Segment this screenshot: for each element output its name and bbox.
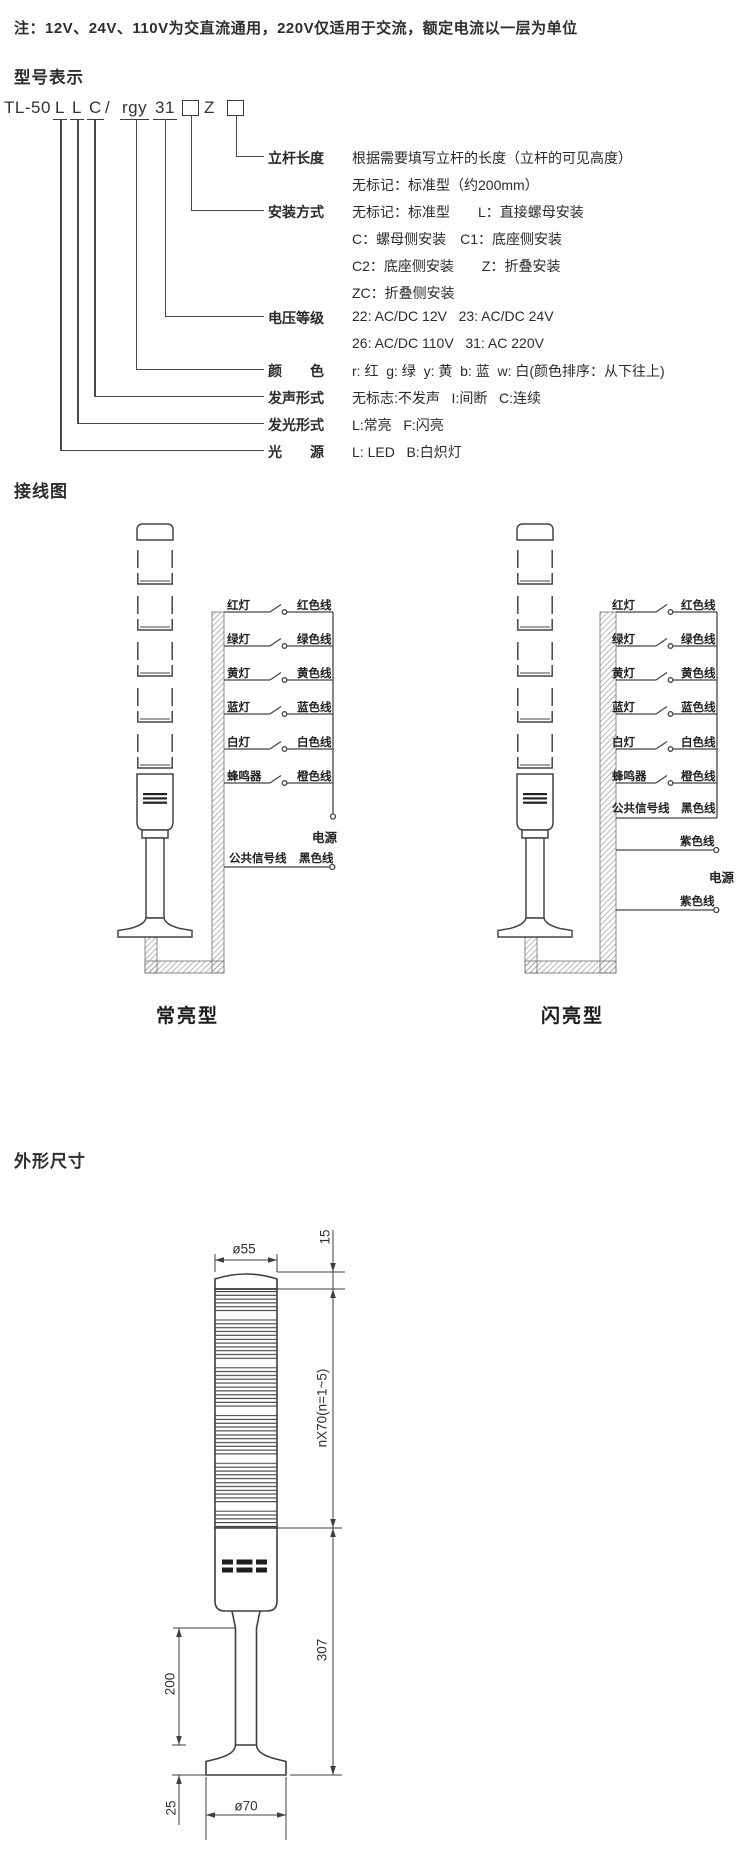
device-label: 蜂鸣器 [612, 771, 647, 783]
wiring-diagram-steady-graphic [117, 523, 337, 974]
dim-pole-height: 200 [162, 1672, 178, 1696]
field-value: 无标记：标准型（约200mm） [352, 177, 539, 193]
code-pole-box [227, 100, 244, 116]
code-mount-box [182, 100, 199, 116]
wire-label: 橙色线 [297, 771, 332, 783]
steady-type-caption: 常亮型 [156, 1006, 220, 1027]
field-label-mounting: 安装方式 [268, 204, 324, 220]
dim-top-diameter: ø55 [232, 1241, 256, 1257]
dim-module-height: nX70(n=1~5) [314, 1368, 330, 1448]
field-label-source: 光 源 [268, 444, 324, 460]
connector-line [94, 395, 264, 397]
field-label-voltage: 电压等级 [268, 310, 324, 326]
field-label-sound: 发声形式 [268, 390, 324, 406]
dim-cap-height: 15 [317, 1229, 333, 1245]
power-label: 电源 [312, 831, 338, 845]
code-slash: / [105, 98, 111, 117]
wire-label: 红色线 [297, 600, 332, 612]
purple-wire-label: 紫色线 [680, 896, 715, 908]
connector-line [77, 422, 264, 424]
wiring-section-heading: 接线图 [14, 482, 68, 501]
field-value: L: LED B:白炽灯 [352, 444, 462, 460]
wire-label: 蓝色线 [681, 702, 716, 714]
wire-label: 绿色线 [681, 634, 716, 646]
field-label-light-mode: 发光形式 [268, 417, 324, 433]
device-label: 黄灯 [227, 668, 250, 680]
connector-line [190, 115, 192, 211]
connector-line [164, 315, 264, 317]
dim-base-height: 25 [163, 1800, 179, 1816]
connector-line [60, 449, 264, 451]
wire-label: 黄色线 [681, 668, 716, 680]
wire-label: 绿色线 [297, 634, 332, 646]
device-label: 白灯 [227, 737, 250, 749]
dim-lower-height: 307 [314, 1638, 330, 1662]
field-value: 26: AC/DC 110V 31: AC 220V [352, 335, 544, 351]
wiring-diagram-flash-graphic [497, 523, 720, 974]
code-sound-mode: C [87, 98, 104, 120]
connector-line [77, 120, 79, 424]
connector-line [235, 155, 264, 157]
wire-label: 白色线 [681, 737, 716, 749]
purple-wire-label: 紫色线 [680, 836, 715, 848]
field-value: 22: AC/DC 12V 23: AC/DC 24V [352, 308, 554, 324]
field-value: 无标志:不发声 I:间断 C:连续 [352, 390, 542, 406]
wire-label: 红色线 [681, 600, 716, 612]
field-label-color: 颜 色 [268, 363, 324, 379]
device-label: 蓝灯 [612, 702, 635, 714]
common-signal-label: 公共信号线 [229, 853, 287, 865]
device-label: 黄灯 [612, 668, 635, 680]
connector-line [190, 209, 264, 211]
flash-type-caption: 闪亮型 [541, 1006, 605, 1027]
code-colors: rgy [120, 98, 150, 120]
common-wire-label: 黑色线 [299, 853, 334, 865]
field-value: C：螺母侧安装 C1：底座侧安装 [352, 231, 563, 247]
field-value: r: 红 g: 绿 y: 黄 b: 蓝 w: 白(颜色排序：从下往上) [352, 363, 665, 379]
wire-label: 橙色线 [681, 771, 716, 783]
device-label: 红灯 [612, 600, 635, 612]
connector-line [235, 115, 237, 157]
field-value: ZC：折叠侧安装 [352, 285, 455, 301]
wire-label: 白色线 [297, 737, 332, 749]
code-prefix: TL-50 [4, 98, 51, 117]
code-light-mode: L [70, 98, 84, 120]
connector-line [135, 368, 264, 370]
field-value: L:常亮 F:闪亮 [352, 417, 444, 433]
device-label: 白灯 [612, 737, 635, 749]
connector-line [135, 120, 137, 370]
model-section-heading: 型号表示 [14, 69, 84, 87]
code-fold: Z [204, 98, 215, 117]
device-label: 蜂鸣器 [227, 771, 262, 783]
code-voltage: 31 [153, 98, 177, 120]
wire-label: 蓝色线 [297, 702, 332, 714]
connector-line [60, 120, 62, 451]
device-label: 红灯 [227, 600, 250, 612]
device-label: 绿灯 [612, 634, 635, 646]
code-light-source: L [53, 98, 67, 120]
dim-base-diameter: ø70 [234, 1798, 258, 1814]
field-value: C2：底座侧安装 Z：折叠安装 [352, 258, 561, 274]
wire-label: 黄色线 [297, 668, 332, 680]
voltage-note: 注：12V、24V、110V为交直流通用，220V仅适用于交流，额定电流以一层为… [14, 20, 578, 37]
power-label: 电源 [709, 871, 735, 885]
common-wire-label: 黑色线 [681, 803, 716, 815]
dimension-section-heading: 外形尺寸 [14, 1152, 86, 1171]
device-label: 蓝灯 [227, 702, 250, 714]
dimension-drawing-graphic [172, 1230, 345, 1840]
common-signal-label: 公共信号线 [612, 803, 670, 815]
connector-line [164, 120, 166, 317]
device-label: 绿灯 [227, 634, 250, 646]
field-label-pole-length: 立杆长度 [268, 150, 324, 166]
connector-line [94, 120, 96, 397]
field-value: 根据需要填写立杆的长度（立杆的可见高度） [352, 150, 632, 166]
field-value: 无标记：标准型 L：直接螺母安装 [352, 204, 584, 220]
